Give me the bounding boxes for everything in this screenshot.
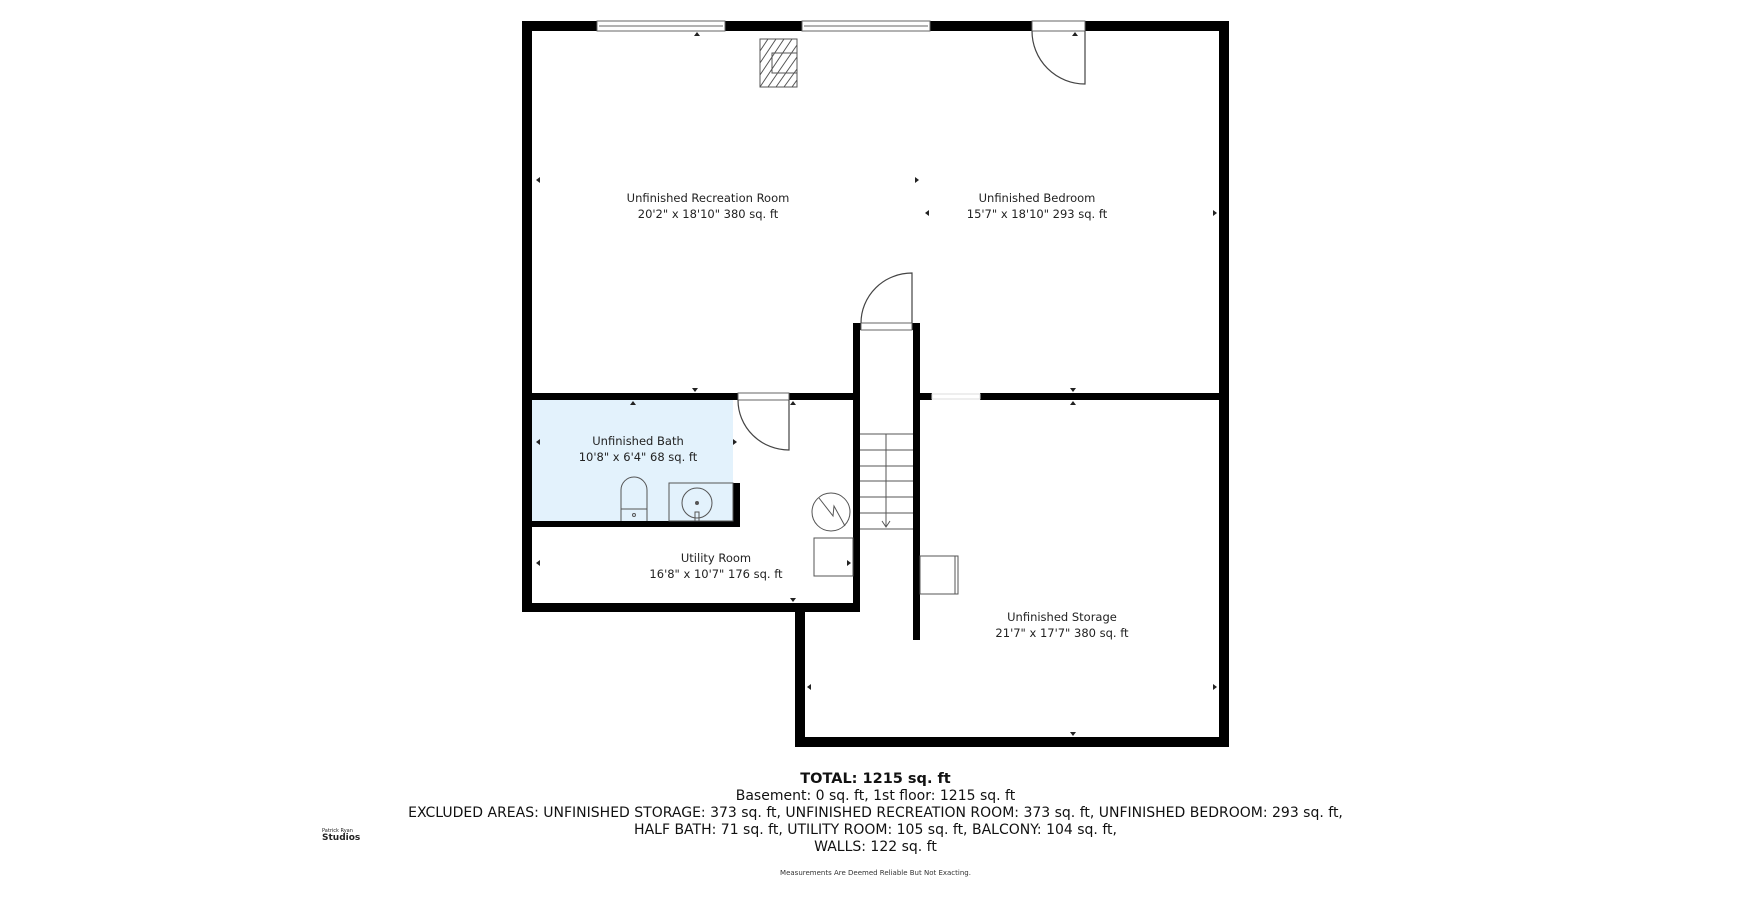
wall-right — [1219, 21, 1229, 747]
room-label-recreation: Unfinished Recreation Room 20'2" x 18'10… — [627, 190, 790, 222]
water-heater-icon — [811, 492, 851, 532]
disclaimer: Measurements Are Deemed Reliable But Not… — [780, 869, 971, 877]
stair-door-opening — [860, 322, 913, 331]
walls-area: WALLS: 122 sq. ft — [814, 839, 937, 855]
room-dimensions: 10'8" x 6'4" 68 sq. ft — [578, 450, 698, 464]
room-dimensions: 21'7" x 17'7" 380 sq. ft — [995, 626, 1129, 640]
room-name: Unfinished Bath — [592, 434, 684, 448]
wall-middle-left — [532, 393, 738, 400]
wall-middle-right-stub — [920, 393, 932, 400]
room-dimensions: 16'8" x 10'7" 176 sq. ft — [649, 567, 783, 581]
wall-bath-right — [733, 483, 740, 527]
bedroom-door-icon — [1031, 30, 1086, 85]
stair-door-icon — [860, 272, 913, 324]
wall-middle-right — [980, 393, 1219, 400]
wall-middle-left-2 — [789, 393, 853, 400]
room-name: Unfinished Recreation Room — [626, 191, 790, 205]
room-name: Unfinished Bedroom — [978, 191, 1096, 205]
room-label-bath: Unfinished Bath 10'8" x 6'4" 68 sq. ft — [579, 433, 698, 465]
utility-appliance-icon — [813, 537, 854, 577]
wall-left — [522, 21, 532, 612]
bath-door-icon — [737, 399, 790, 451]
bedroom-door-opening — [1031, 20, 1086, 32]
excluded-areas-continued: HALF BATH: 71 sq. ft, UTILITY ROOM: 105 … — [634, 822, 1117, 838]
room-name: Unfinished Storage — [1007, 610, 1117, 624]
total-area: TOTAL: 1215 sq. ft — [800, 771, 951, 787]
room-dimensions: 20'2" x 18'10" 380 sq. ft — [637, 207, 779, 221]
bath-floor-fill — [532, 400, 733, 521]
storage-box-icon — [919, 555, 959, 595]
wall-stair-right — [913, 323, 920, 640]
room-label-storage: Unfinished Storage 21'7" x 17'7" 380 sq.… — [995, 609, 1128, 641]
room-label-utility: Utility Room 16'8" x 10'7" 176 sq. ft — [649, 550, 782, 582]
chimney-icon — [759, 38, 798, 88]
wall-storage-left — [795, 603, 805, 747]
wall-storage-bottom — [795, 737, 1229, 747]
room-name: Utility Room — [680, 551, 752, 565]
logo-line-1: Patrick Ryan — [322, 828, 353, 834]
logo-line-2: Studios — [322, 833, 361, 843]
wall-utility-bottom — [522, 603, 860, 612]
wall-stair-left — [853, 323, 860, 612]
toilet-icon — [620, 476, 648, 521]
stairs — [860, 433, 913, 530]
company-logo: Patrick Ryan Studios — [322, 829, 360, 843]
open-passage — [931, 393, 981, 400]
wall-stair-top-left — [853, 323, 861, 330]
excluded-areas: EXCLUDED AREAS: UNFINISHED STORAGE: 373 … — [408, 805, 1343, 821]
room-dimensions: 15'7" x 18'10" 293 sq. ft — [966, 207, 1108, 221]
wall-stair-top-right — [912, 323, 920, 330]
room-label-bedroom: Unfinished Bedroom 15'7" x 18'10" 293 sq… — [967, 190, 1107, 222]
floor-areas: Basement: 0 sq. ft, 1st floor: 1215 sq. … — [735, 788, 1016, 804]
wall-bath-bottom — [532, 521, 740, 527]
bath-door-opening — [737, 392, 790, 401]
sink-icon — [668, 482, 734, 522]
